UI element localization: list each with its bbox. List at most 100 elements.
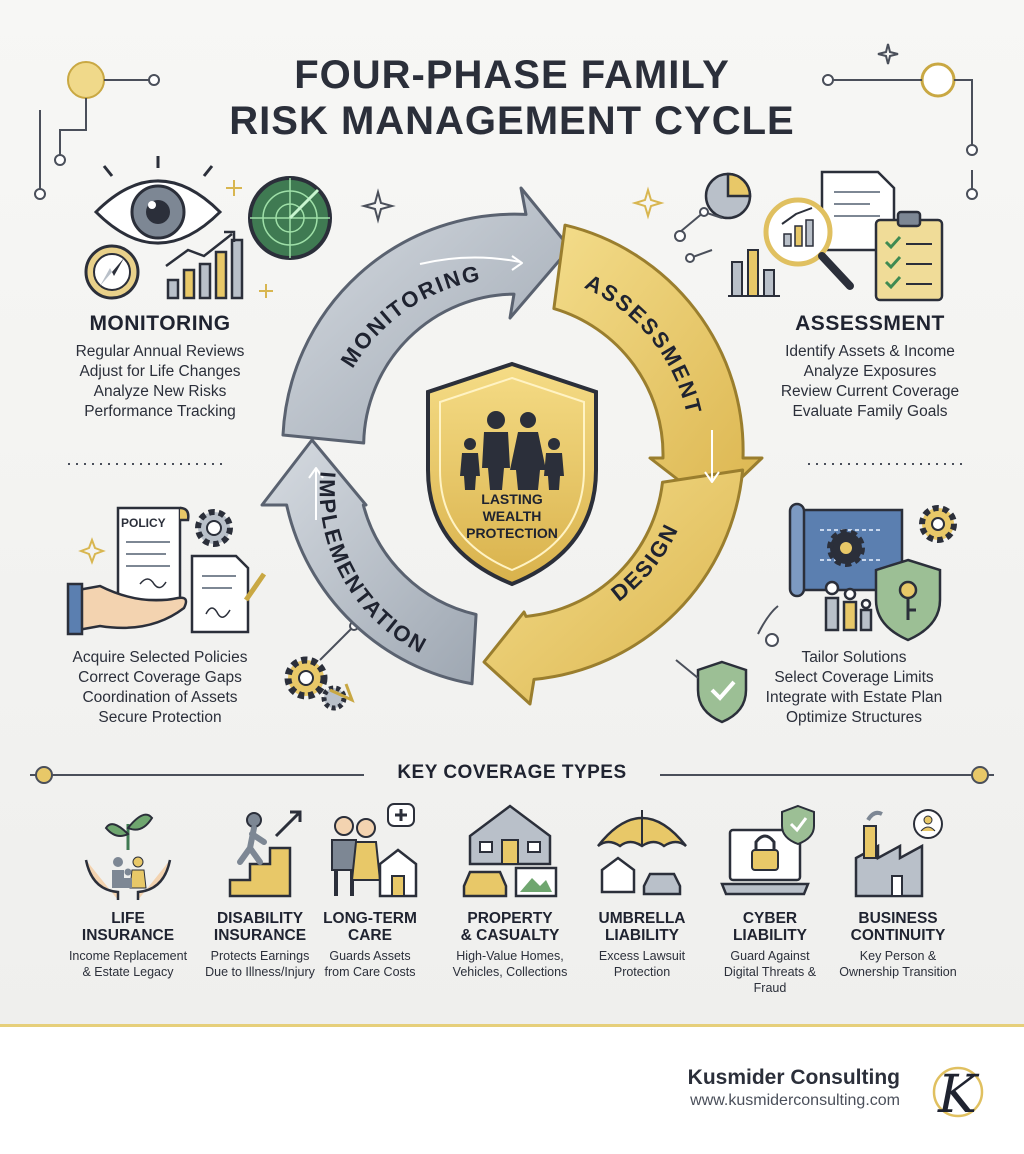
phase-item: Acquire Selected Policies bbox=[72, 649, 248, 666]
phase-item: Identify Assets & Income bbox=[785, 343, 955, 360]
coverage-name: UMBRELLA bbox=[598, 910, 686, 927]
phase-implementation: Acquire Selected Policies Correct Covera… bbox=[30, 648, 290, 728]
center-shield: LASTING WEALTH PROTECTION bbox=[426, 361, 598, 587]
stairs-climber-icon bbox=[228, 810, 302, 898]
gear-icon bbox=[195, 509, 233, 547]
phase-item: Adjust for Life Changes bbox=[79, 363, 241, 380]
phase-design: Tailor Solutions Select Coverage Limits … bbox=[724, 648, 984, 728]
coverage-name: CYBER bbox=[742, 910, 798, 927]
hands-plant-family-icon bbox=[84, 813, 172, 900]
coverage-desc: Protection bbox=[613, 965, 671, 979]
coverage-desc: Vehicles, Collections bbox=[452, 965, 568, 979]
assessment-arrow bbox=[552, 223, 764, 508]
phase-item: Integrate with Estate Plan bbox=[765, 689, 943, 706]
phase-item: Analyze New Risks bbox=[93, 383, 227, 400]
eye-icon bbox=[93, 156, 223, 245]
coverage-desc: & Estate Legacy bbox=[82, 965, 174, 979]
brand-url[interactable]: www.kusmiderconsulting.com bbox=[690, 1092, 900, 1109]
coverage-title: KEY COVERAGE TYPES bbox=[397, 762, 627, 783]
coverage-desc: Excess Lawsuit bbox=[598, 949, 686, 963]
coverage-name: LONG-TERM bbox=[323, 910, 417, 927]
monitoring-arrow bbox=[281, 186, 572, 445]
coverage-name: BUSINESS bbox=[858, 910, 938, 927]
coverage-desc: from Care Costs bbox=[324, 965, 416, 979]
coverage-desc: Due to Illness/Injury bbox=[205, 965, 315, 979]
coverage-name: DISABILITY bbox=[216, 910, 304, 927]
brand-name: Kusmider Consulting bbox=[687, 1066, 900, 1089]
coverage-name: CONTINUITY bbox=[850, 927, 946, 944]
coverage-property-casualty: PROPERTY& CASUALTY High-Value Homes, Vehi… bbox=[440, 800, 580, 980]
title-line-2: RISK MANAGEMENT CYCLE bbox=[229, 99, 795, 143]
coverage-name: PROPERTY bbox=[467, 910, 553, 927]
coverage-desc: Key Person & bbox=[859, 949, 937, 963]
phase-item: Optimize Structures bbox=[785, 709, 923, 726]
page-title: FOUR-PHASE FAMILY RISK MANAGEMENT CYCLE bbox=[0, 52, 1024, 144]
laptop-lock-icon bbox=[720, 804, 815, 896]
family-key-shield-icon bbox=[824, 558, 942, 642]
phase-item: Select Coverage Limits bbox=[774, 669, 934, 686]
coverage-desc: Protects Earnings bbox=[210, 949, 310, 963]
pie-chart-icon bbox=[704, 172, 752, 220]
phase-item: Evaluate Family Goals bbox=[792, 403, 948, 420]
coverage-desc: Ownership Transition bbox=[839, 965, 957, 979]
coverage-desc: Income Replacement bbox=[68, 949, 188, 963]
coverage-name: INSURANCE bbox=[213, 927, 307, 944]
coverage-desc: Guards Assets bbox=[329, 949, 411, 963]
coverage-name: LIFE bbox=[111, 910, 145, 927]
coverage-name: LIABILITY bbox=[732, 927, 808, 944]
footer bbox=[0, 1027, 1024, 1154]
design-arrow bbox=[482, 468, 745, 706]
family-icon bbox=[460, 411, 564, 490]
design-gears-icon bbox=[827, 505, 957, 567]
magnifier-chart-icon bbox=[763, 197, 854, 290]
coverage-desc: Guard Against bbox=[730, 949, 810, 963]
center-line-3: PROTECTION bbox=[466, 525, 558, 541]
gears-arrow-icon bbox=[284, 621, 359, 711]
phase-monitoring: MONITORING Regular Annual Reviews Adjust… bbox=[30, 312, 290, 422]
phase-monitoring-title: MONITORING bbox=[89, 312, 231, 335]
signed-contract-icon bbox=[190, 554, 267, 634]
coverage-name: & CASUALTY bbox=[460, 927, 560, 944]
phase-item: Regular Annual Reviews bbox=[75, 343, 245, 360]
coverage-name: CARE bbox=[348, 927, 392, 944]
phase-assessment: ASSESSMENT Identify Assets & Income Anal… bbox=[740, 312, 1000, 422]
coverage-name: INSURANCE bbox=[81, 927, 175, 944]
policy-document-icon: POLICY bbox=[116, 506, 190, 602]
footer-divider bbox=[0, 1024, 1024, 1027]
compass-icon bbox=[84, 244, 140, 300]
check-shield-icon bbox=[675, 605, 779, 724]
connector-dots bbox=[674, 207, 723, 263]
elderly-couple-house-icon bbox=[331, 803, 418, 898]
policy-label: POLICY bbox=[121, 516, 166, 530]
coverage-desc: Fraud bbox=[753, 981, 787, 995]
phase-item: Secure Protection bbox=[98, 709, 222, 726]
phase-item: Performance Tracking bbox=[84, 403, 236, 420]
risk-cycle-diagram: POLICY bbox=[34, 43, 978, 724]
clipboard-checklist-icon bbox=[874, 210, 944, 302]
cycle-arrows bbox=[260, 186, 764, 706]
coverage-desc: High-Value Homes, bbox=[456, 949, 564, 963]
phase-assessment-title: ASSESSMENT bbox=[795, 312, 945, 335]
phase-item: Coordination of Assets bbox=[82, 689, 238, 706]
brand-block: Kusmider Consulting www.kusmiderconsulti… bbox=[688, 1066, 900, 1110]
coverage-desc: Digital Threats & bbox=[723, 965, 817, 979]
growth-chart-icon bbox=[165, 230, 244, 300]
brand-logo: K bbox=[932, 1065, 984, 1124]
coverage-divider bbox=[30, 766, 994, 784]
phase-item: Tailor Solutions bbox=[801, 649, 907, 666]
radar-icon bbox=[248, 176, 332, 260]
phase-item: Correct Coverage Gaps bbox=[78, 669, 242, 686]
phase-item: Analyze Exposures bbox=[803, 363, 937, 380]
brand-logo-letter: K bbox=[937, 1065, 980, 1124]
house-car-painting-icon bbox=[462, 804, 558, 898]
center-line-1: LASTING bbox=[481, 491, 543, 507]
phase-item: Review Current Coverage bbox=[780, 383, 960, 400]
decor-circuit-right bbox=[822, 62, 978, 200]
umbrella-icon bbox=[597, 810, 687, 896]
